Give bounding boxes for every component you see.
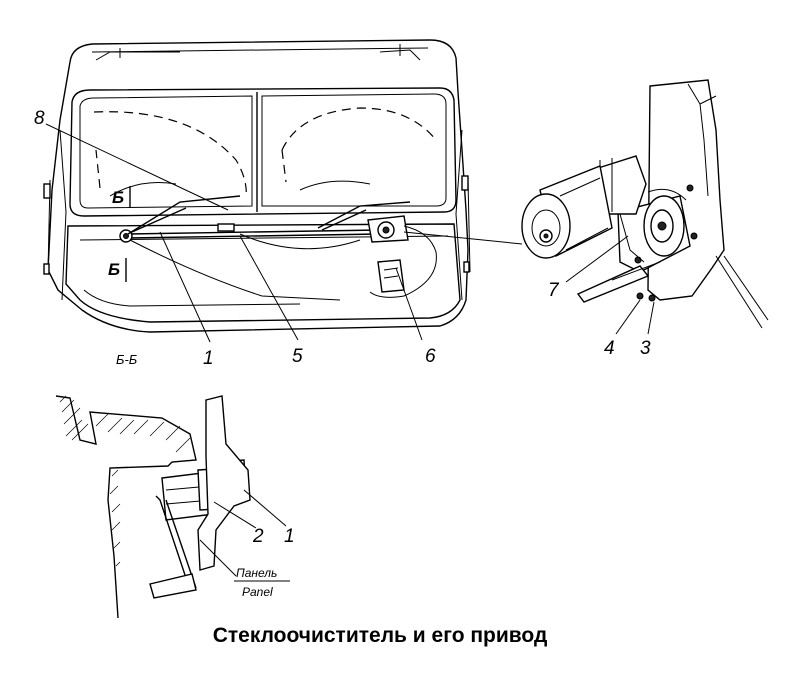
panel-label-ru: Панель bbox=[236, 566, 277, 580]
section-marker-lower: Б bbox=[108, 260, 120, 279]
callout-leaders bbox=[45, 123, 655, 343]
motor-detail-view bbox=[521, 79, 769, 329]
callout-8: 8 bbox=[34, 108, 45, 129]
figure-caption: Стеклоочиститель и его привод bbox=[212, 624, 548, 647]
callout-1: 1 bbox=[203, 348, 214, 369]
section-detail-view bbox=[55, 395, 290, 619]
callout-4: 4 bbox=[604, 338, 615, 359]
callout-5: 5 bbox=[292, 346, 303, 367]
panel-label-en: Panel bbox=[242, 585, 273, 599]
section-marker-upper: Б bbox=[112, 188, 124, 207]
callout-2-detail: 2 bbox=[252, 526, 264, 547]
callout-7: 7 bbox=[548, 280, 560, 301]
callout-6: 6 bbox=[425, 346, 436, 367]
cab-front-view bbox=[43, 39, 523, 333]
callout-1-detail: 1 bbox=[284, 526, 295, 547]
callout-3: 3 bbox=[640, 338, 651, 359]
section-caption: Б-Б bbox=[116, 352, 138, 367]
